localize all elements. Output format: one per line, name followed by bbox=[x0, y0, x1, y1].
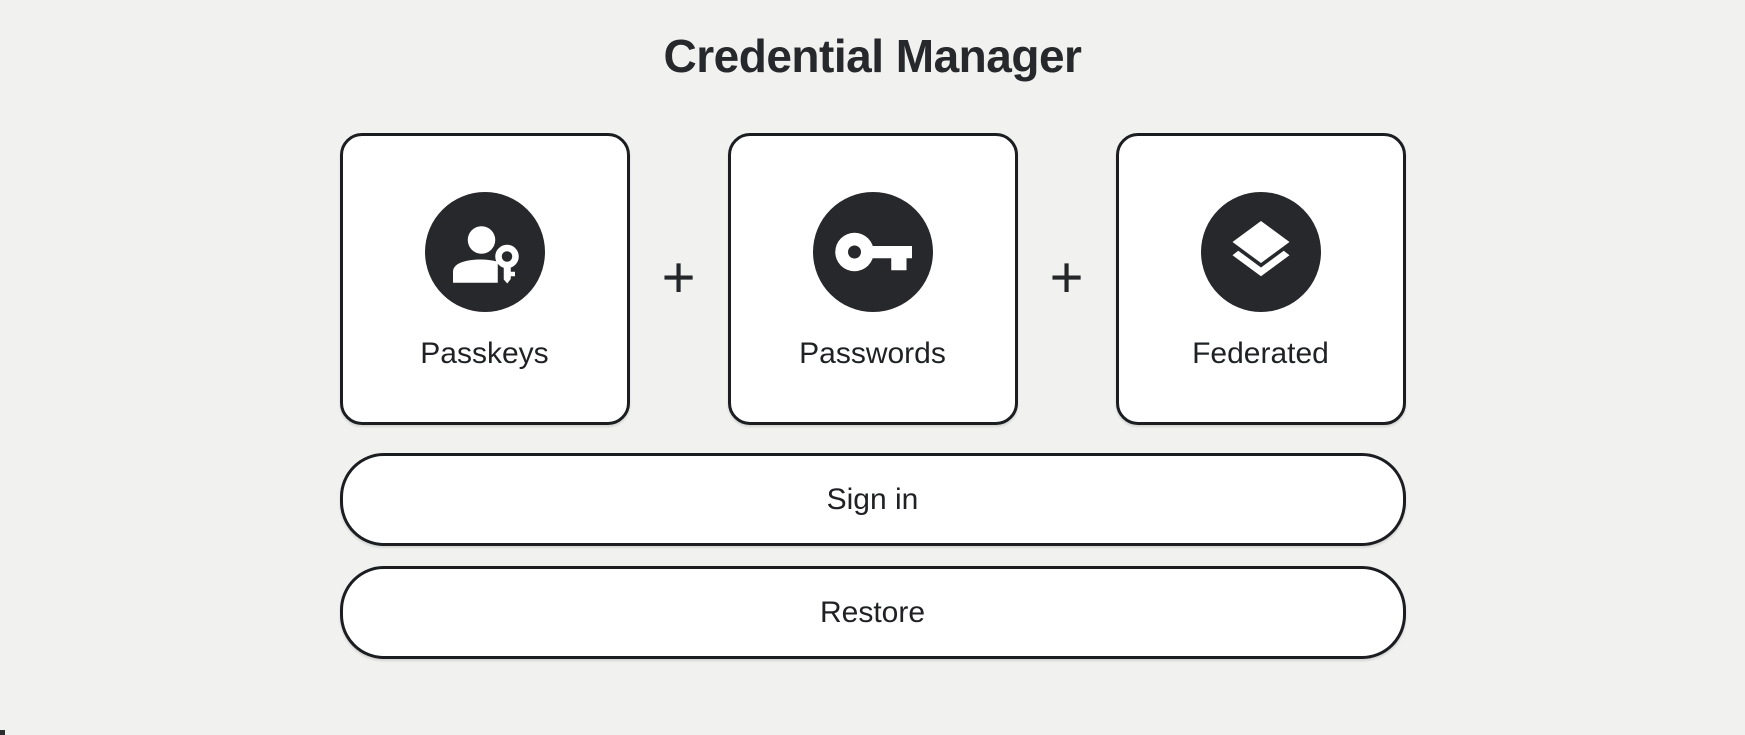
plus-icon: + bbox=[661, 244, 696, 310]
tile-label-passwords: Passwords bbox=[799, 337, 946, 370]
page-title: Credential Manager bbox=[663, 30, 1082, 82]
tile-passwords[interactable]: Passwords bbox=[727, 133, 1018, 425]
sign-in-button[interactable]: Sign in bbox=[339, 453, 1406, 546]
restore-button[interactable]: Restore bbox=[339, 566, 1406, 659]
separator-gap: + bbox=[1018, 133, 1116, 425]
action-buttons: Sign in Restore bbox=[339, 453, 1406, 659]
credential-manager-screen: Credential Manager Passkeys + bbox=[339, 28, 1406, 659]
tile-label-passkeys: Passkeys bbox=[420, 337, 549, 370]
tile-passkeys[interactable]: Passkeys bbox=[339, 133, 630, 425]
tile-federated[interactable]: Federated bbox=[1115, 133, 1406, 425]
key-icon bbox=[812, 192, 933, 312]
layers-icon bbox=[1200, 192, 1321, 312]
screen-corner-artifact bbox=[0, 730, 5, 735]
credential-types-row: Passkeys + Passwords + bbox=[339, 133, 1406, 425]
plus-icon: + bbox=[1049, 244, 1084, 310]
separator-gap: + bbox=[630, 133, 728, 425]
tile-label-federated: Federated bbox=[1192, 337, 1329, 370]
passkey-person-key-icon bbox=[424, 192, 545, 312]
